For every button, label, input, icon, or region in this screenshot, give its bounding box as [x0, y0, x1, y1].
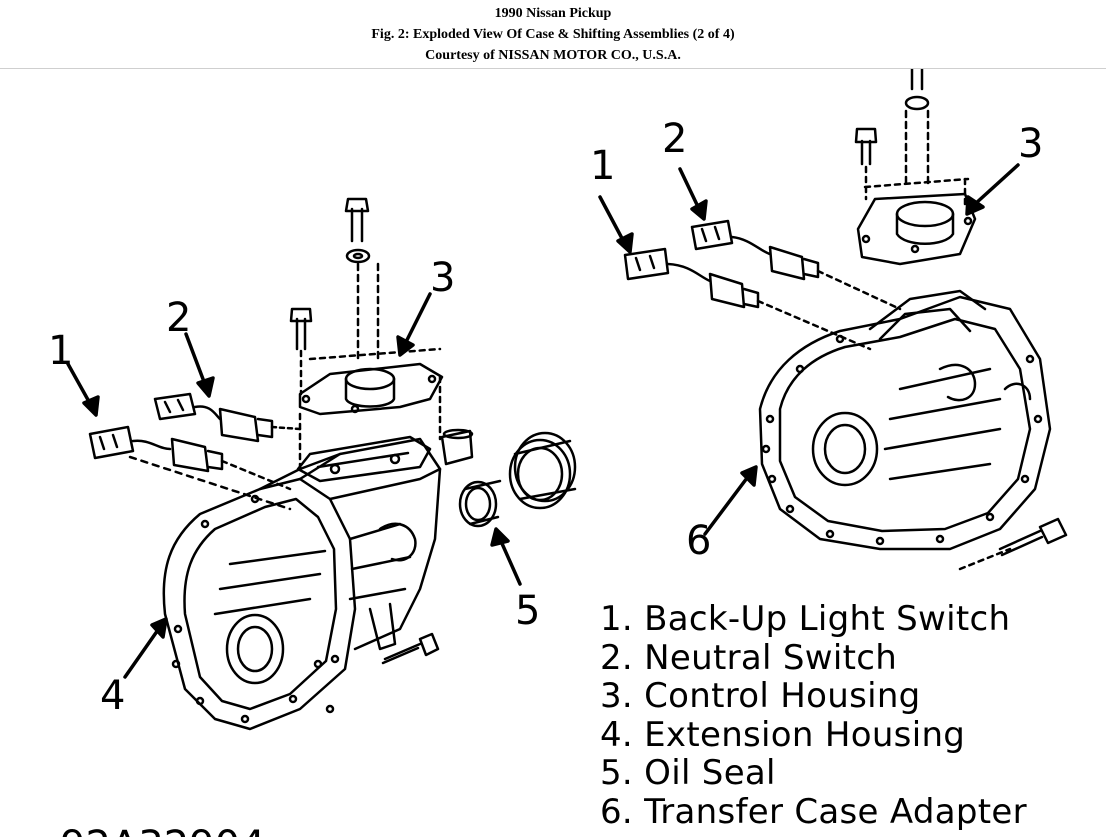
legend-item: 2. Neutral Switch [600, 637, 898, 678]
legend-item: 5. Oil Seal [600, 753, 776, 793]
right-switches [623, 219, 902, 351]
left-case-top-flange [296, 435, 432, 483]
callout-labels: 1 2 3 4 5 1 2 3 6 [48, 116, 1043, 719]
callout-left-2: 2 [166, 295, 191, 341]
part-number: 92A32904 [60, 823, 266, 837]
figure-caption: Fig. 2: Exploded View Of Case & Shifting… [371, 27, 735, 42]
callout-left-5: 5 [515, 588, 540, 634]
callout-left-3: 3 [430, 255, 455, 301]
legend-item: 1. Back-Up Light Switch [600, 599, 1011, 639]
vehicle-title: 1990 Nissan Pickup [494, 6, 612, 21]
callout-right-6: 6 [686, 518, 711, 564]
right-control-housing [854, 69, 977, 266]
figure-header: 1990 Nissan Pickup Fig. 2: Exploded View… [0, 0, 1106, 68]
parts-legend: 1. Back-Up Light Switch 2. Neutral Switc… [600, 600, 1090, 831]
legend-item: 6. Transfer Case Adapter [600, 791, 1027, 832]
legend-item: 3. Control Housing [600, 676, 921, 716]
callout-right-2: 2 [662, 116, 687, 162]
legend-item: 4. Extension Housing [600, 714, 966, 755]
figure-credit: Courtesy of NISSAN MOTOR CO., U.S.A. [425, 48, 681, 63]
callout-arrows [66, 163, 1020, 679]
left-switches [88, 392, 302, 511]
left-control-housing [289, 197, 444, 476]
callout-right-3: 3 [1018, 121, 1043, 167]
left-oil-seal [440, 428, 577, 528]
exploded-view-diagram: 1 2 3 4 5 1 2 3 6 92A32904 [48, 69, 1068, 837]
callout-left-1: 1 [48, 328, 73, 374]
callout-right-1: 1 [590, 143, 615, 189]
left-extension-housing [162, 437, 442, 731]
callout-left-4: 4 [100, 673, 125, 719]
right-transfer-case-adapter [758, 289, 1068, 571]
header-divider [0, 68, 1106, 69]
